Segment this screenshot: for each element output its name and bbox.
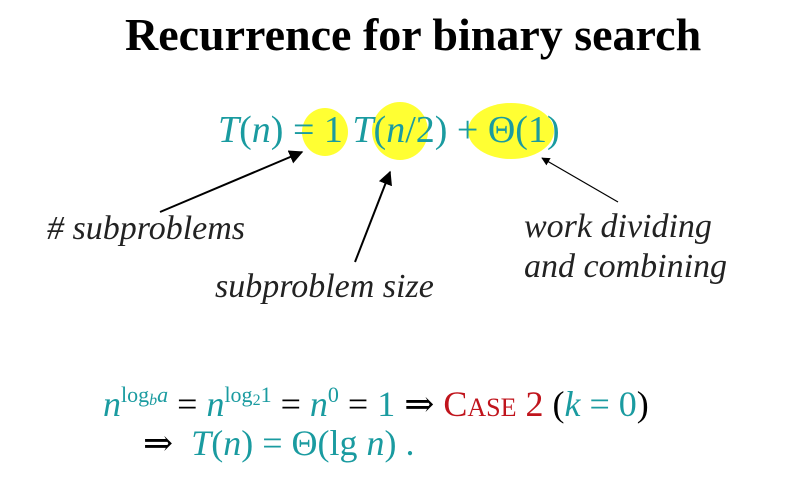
eq-plus: +	[456, 109, 479, 151]
f1-one: 1	[377, 384, 396, 424]
eq-lhs-arg: n	[251, 109, 271, 151]
formula-case: nlogba = nlog21 = n0 = 1 ⇒ CASE 2 (k = 0…	[103, 382, 649, 425]
eq-call-arg: n	[386, 109, 406, 151]
f1-n3: n	[309, 384, 328, 424]
label-subproblem-size: subproblem size	[215, 268, 434, 305]
f1-exp1-base: b	[149, 392, 158, 409]
f2-close: ) .	[384, 423, 415, 463]
f1-eq1: =	[177, 384, 198, 424]
highlight-coef	[302, 108, 348, 156]
f1-exp2-base: 2	[252, 392, 261, 409]
label-work-line2: and combining	[524, 248, 728, 285]
label-subproblems: # subproblems	[47, 210, 246, 247]
f1-k: k	[564, 384, 581, 424]
f1-implies: ⇒	[404, 384, 435, 424]
f2-T: T	[191, 423, 212, 463]
f1-exp3: 0	[327, 382, 339, 407]
label-work-line1: work dividing	[524, 208, 712, 245]
f1-n1: n	[103, 384, 121, 424]
f1-k-eq: = 0	[589, 384, 637, 424]
arrow-size	[354, 170, 392, 263]
case-label: CASE 2	[443, 384, 543, 424]
f1-paren-close: )	[636, 384, 649, 424]
eq-call-div: /2	[405, 109, 435, 151]
case-c: C	[443, 384, 468, 424]
highlight-work	[468, 103, 554, 159]
eq-theta: Θ(1)	[487, 109, 560, 151]
recurrence-equation: T(n) = 1 T(n/2) + Θ(1)	[218, 109, 560, 151]
eq-call: T	[352, 109, 374, 151]
f2-n: n	[223, 423, 242, 463]
case-rest: ASE	[467, 393, 517, 422]
arrow-subproblems	[159, 150, 304, 213]
arrow-work	[541, 157, 619, 203]
case-number: 2	[525, 384, 544, 424]
eq-lhs: T	[218, 109, 240, 151]
formula-result: ⇒ T(n) = Θ(lg n) .	[143, 423, 415, 463]
eq-coef: 1	[323, 109, 343, 151]
f1-exp1-arg: a	[157, 382, 169, 407]
f1-exp2-arg: 1	[260, 382, 272, 407]
f2-eq: =	[262, 423, 283, 463]
f1-eq2: =	[280, 384, 301, 424]
f2-theta-open: Θ(lg	[291, 423, 358, 463]
f1-exp2-log: log	[224, 382, 253, 407]
f2-n2: n	[366, 423, 385, 463]
f1-exp1-log: log	[121, 382, 150, 407]
f1-eq3: =	[347, 384, 369, 424]
eq-equals: =	[292, 109, 315, 151]
f1-n2: n	[206, 384, 225, 424]
f2-implies: ⇒	[143, 423, 174, 463]
highlight-size	[372, 102, 428, 160]
slide-title: Recurrence for binary search	[125, 9, 702, 60]
f1-paren-open: (	[552, 384, 565, 424]
